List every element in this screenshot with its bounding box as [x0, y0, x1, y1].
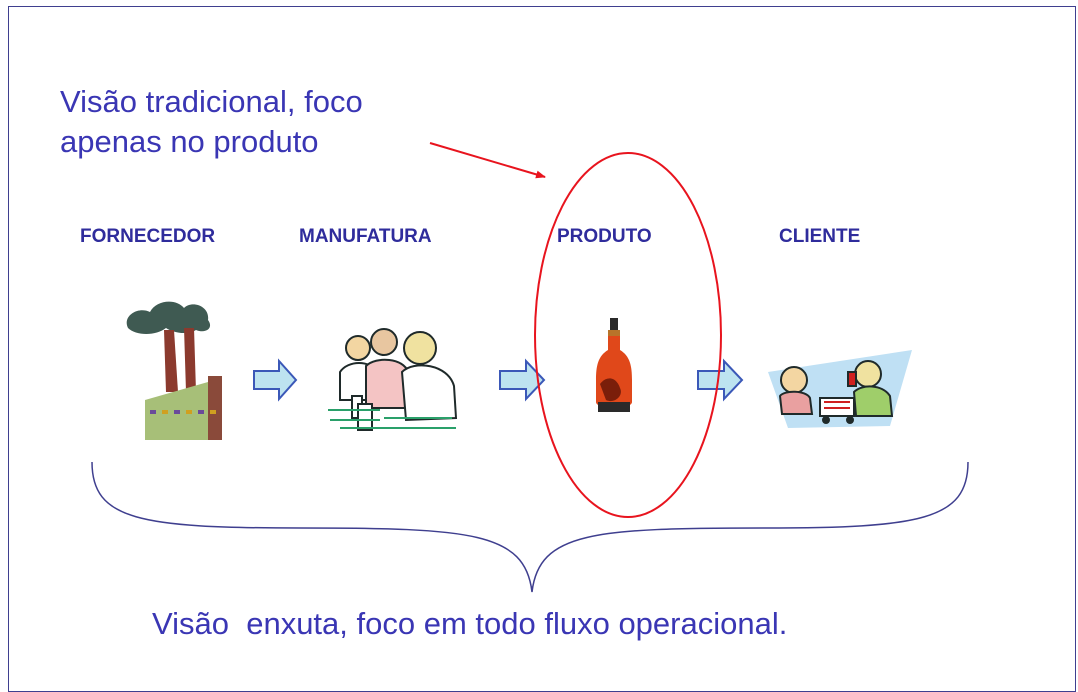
lean-view-caption: Visão enxuta, foco em todo fluxo operaci… [152, 606, 788, 641]
traditional-view-callout: Visão tradicional, foco apenas no produt… [60, 82, 363, 162]
factory-icon [126, 301, 222, 440]
callout-line-2: apenas no produto [60, 124, 319, 159]
callout-line-1: Visão tradicional, foco [60, 84, 363, 119]
stage-label-fornecedor: FORNECEDOR [80, 226, 216, 247]
product-highlight-ellipse [534, 152, 722, 518]
callout-arrow [429, 142, 546, 179]
flow-arrow-1 [253, 358, 298, 402]
bottle-icon [596, 318, 632, 412]
flow-arrow-3 [697, 358, 744, 402]
stage-label-cliente: CLIENTE [779, 226, 861, 247]
stage-label-manufatura: MANUFATURA [299, 226, 432, 247]
workers-icon [328, 328, 458, 431]
flow-arrow-2 [499, 358, 546, 402]
shoppers-icon [768, 350, 912, 428]
flow-brace [91, 461, 969, 593]
stage-label-produto: PRODUTO [557, 226, 652, 247]
